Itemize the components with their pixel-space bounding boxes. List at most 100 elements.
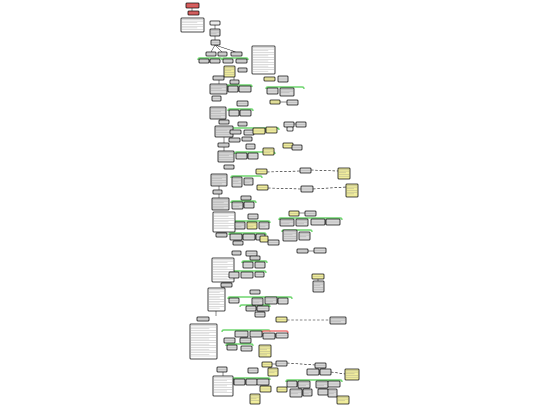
- claim-node: [211, 95, 222, 102]
- claim-node: [212, 75, 225, 81]
- claim-node: [277, 297, 289, 305]
- premise-node: [261, 361, 273, 368]
- premise-node: [275, 316, 288, 323]
- claim-node: [243, 177, 254, 186]
- node-box: [209, 28, 221, 37]
- connector-edge: [214, 44, 223, 53]
- claim-node: [264, 296, 278, 305]
- premise-node: [259, 235, 269, 243]
- node-box: [211, 197, 230, 211]
- node-box: [312, 280, 325, 293]
- text-box-node: [207, 287, 226, 312]
- claim-node: [295, 121, 307, 128]
- text-box-node: [189, 323, 218, 360]
- claim-node: [251, 297, 264, 306]
- claim-node: [254, 271, 265, 278]
- premise-node: [258, 344, 272, 358]
- claim-node: [228, 271, 240, 279]
- node-box: [234, 221, 246, 230]
- claim-node: [235, 58, 248, 64]
- claim-node: [249, 255, 261, 261]
- claim-node: [218, 119, 230, 125]
- premise-node: [265, 126, 278, 134]
- claim-node: [231, 176, 243, 188]
- claim-node: [229, 79, 240, 85]
- claim-node: [286, 380, 298, 388]
- claim-node: [209, 28, 221, 37]
- node-box: [267, 367, 279, 377]
- claim-node: [283, 121, 295, 128]
- text-box-node: [180, 17, 205, 33]
- supporting-bracket: [221, 57, 249, 61]
- supporting-bracket: [225, 343, 254, 347]
- dashed-connector-edge: [286, 362, 316, 366]
- supporting-bracket: [234, 151, 276, 155]
- premise-node: [256, 184, 269, 191]
- node-box: [329, 316, 347, 325]
- claim-node: [235, 152, 248, 160]
- node-box: [344, 368, 360, 381]
- outline-node: [286, 126, 294, 132]
- node-box: [223, 65, 236, 78]
- claim-node: [327, 380, 341, 388]
- connector-edge: [214, 44, 237, 53]
- supporting-bracket: [230, 200, 257, 204]
- claim-node: [247, 367, 259, 374]
- claim-node: [214, 125, 234, 138]
- premise-node: [282, 142, 294, 149]
- node-box: [209, 106, 227, 120]
- node-box: [251, 297, 264, 306]
- claim-node: [209, 106, 227, 120]
- node-box: [251, 45, 276, 75]
- premise-node: [246, 221, 258, 230]
- claim-node: [327, 388, 338, 398]
- claim-node: [249, 289, 261, 295]
- claim-node: [242, 261, 254, 269]
- claim-node: [228, 109, 240, 117]
- premise-node: [337, 167, 351, 180]
- claim-node: [289, 388, 303, 398]
- premise-node: [249, 393, 261, 405]
- premise-node: [276, 386, 288, 393]
- claim-node: [266, 87, 279, 95]
- claim-node: [228, 137, 241, 143]
- node-box: [180, 17, 205, 33]
- claim-node: [196, 316, 210, 322]
- node-box: [279, 87, 295, 97]
- claim-node: [237, 67, 248, 73]
- text-box-node: [251, 45, 276, 75]
- node-box: [209, 83, 228, 95]
- claim-node: [314, 362, 327, 369]
- node-box: [262, 147, 275, 156]
- claim-node: [223, 164, 235, 170]
- claim-node: [245, 305, 257, 312]
- node-layer: [180, 2, 360, 405]
- node-box: [189, 323, 218, 360]
- claim-node: [258, 221, 270, 230]
- claim-node: [238, 85, 252, 93]
- claim-node: [240, 195, 252, 201]
- premise-node: [255, 168, 268, 175]
- claim-node: [237, 121, 248, 127]
- claim-node: [210, 173, 228, 187]
- claim-node: [240, 345, 253, 352]
- premise-node: [259, 385, 272, 393]
- claim-node: [286, 99, 299, 106]
- claim-node: [296, 248, 309, 254]
- claim-node: [239, 109, 252, 117]
- root-claim-node: [187, 10, 200, 16]
- premise-node: [252, 127, 266, 135]
- claim-node: [215, 232, 228, 238]
- claim-node: [231, 250, 242, 256]
- node-box: [258, 221, 270, 230]
- node-box: [297, 380, 311, 389]
- premise-node: [262, 147, 275, 156]
- node-box: [231, 176, 243, 188]
- claim-node: [298, 231, 311, 241]
- claim-node: [299, 167, 312, 174]
- claim-node: [241, 136, 253, 142]
- node-box: [337, 167, 351, 180]
- supporting-bracket: [278, 217, 343, 221]
- claim-node: [291, 144, 303, 151]
- node-box: [279, 218, 295, 227]
